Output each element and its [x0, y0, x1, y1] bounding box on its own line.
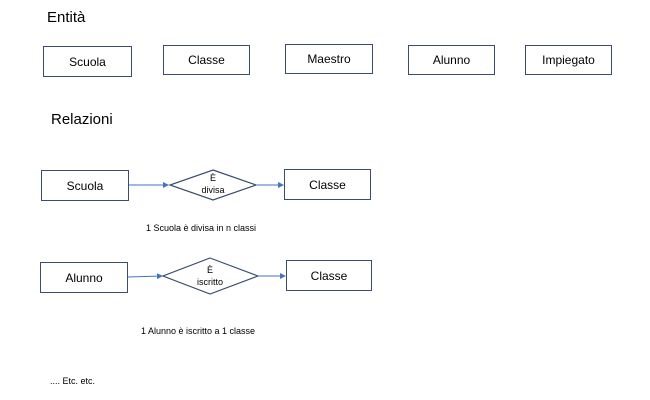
relation-1-right-entity: Classe: [284, 169, 371, 200]
relation-2-note: 1 Alunno è iscritto a 1 classe: [141, 326, 256, 336]
relations-heading: Relazioni: [51, 111, 113, 128]
relation-1-verb-line2: divisa: [201, 185, 225, 195]
relation-1-note: 1 Scuola è divisa in n classi: [146, 223, 257, 233]
entity-impiegato: Impiegato: [525, 45, 612, 75]
relation-1-diamond: [168, 169, 258, 201]
entity-scuola: Scuola: [43, 46, 132, 77]
entity-classe: Classe: [163, 45, 250, 75]
relation-1-left-entity: Scuola: [41, 170, 129, 201]
relation-2-right-entity: Classe: [286, 260, 372, 291]
relation-2-arrow-left: [127, 273, 163, 280]
entity-alunno: Alunno: [408, 45, 495, 75]
relation-2-verb-line1: È: [206, 265, 213, 275]
entity-maestro: Maestro: [285, 44, 373, 74]
entities-heading: Entità: [47, 9, 86, 26]
relation-2-verb: È iscritto: [180, 264, 240, 288]
relation-2-left-entity: Alunno: [40, 262, 128, 293]
relation-2-verb-line2: iscritto: [196, 277, 223, 287]
relation-1-verb-line1: È: [209, 173, 216, 183]
footer-etc: .... Etc. etc.: [50, 376, 96, 386]
relation-1-verb: È divisa: [183, 172, 243, 196]
relation-2-diamond: [161, 257, 260, 295]
